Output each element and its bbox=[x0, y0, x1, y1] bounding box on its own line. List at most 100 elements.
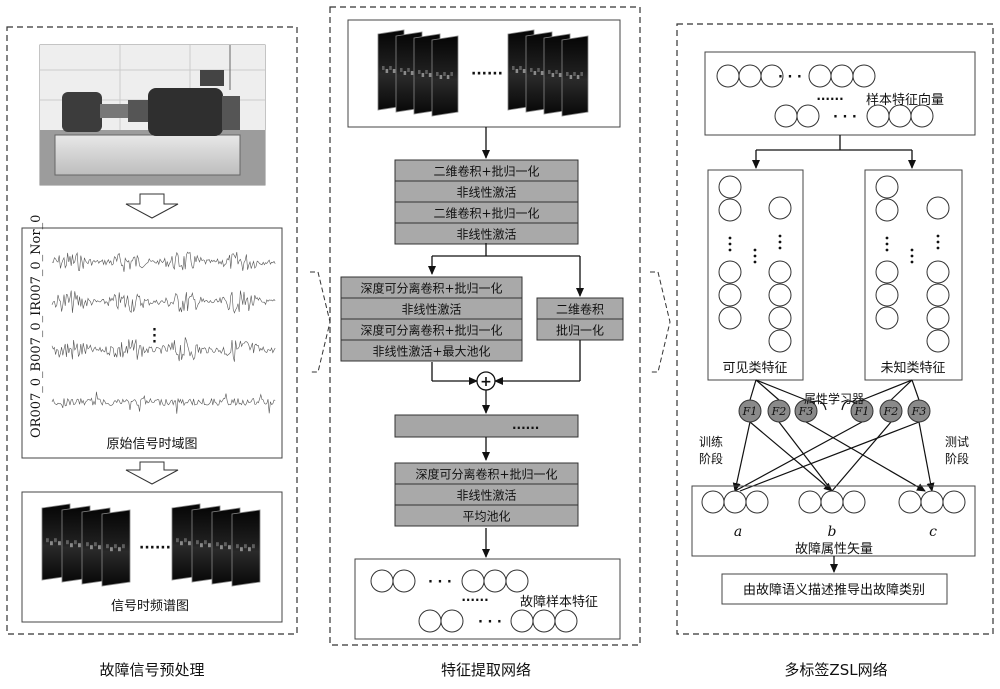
neuron bbox=[769, 307, 791, 329]
neuron bbox=[927, 261, 949, 283]
panel-zsl-network: · · ·· · · ······ 样本特征向量 可见类特征 未知类特征 bbox=[677, 24, 993, 679]
panel-caption-zsl: 多标签ZSL网络 bbox=[784, 661, 887, 679]
neuron bbox=[533, 610, 555, 632]
depthwise-block: 深度可分离卷积+批归一化非线性激活深度可分离卷积+批归一化非线性激活+最大池化 bbox=[341, 277, 522, 361]
neuron bbox=[484, 570, 506, 592]
layer-row: 深度可分离卷积+批归一化 bbox=[341, 319, 522, 340]
panel-feature-extraction: ······ 二维卷积+批归一化非线性激活二维卷积+批归一化非线性激活 深度可分… bbox=[330, 7, 640, 679]
neuron bbox=[799, 491, 821, 513]
neuron bbox=[717, 65, 739, 87]
dots-separator: ······ bbox=[471, 66, 503, 82]
attribute-node-label: F2 bbox=[883, 405, 899, 418]
panel-caption-feature-extraction: 特征提取网络 bbox=[441, 661, 531, 679]
neuron bbox=[843, 491, 865, 513]
neuron bbox=[927, 330, 949, 352]
dots-separator: ······ bbox=[461, 593, 488, 607]
neuron bbox=[746, 491, 768, 513]
layer-row: 平均池化 bbox=[395, 505, 578, 526]
waveform-line bbox=[52, 291, 275, 313]
repeated-layer-bar bbox=[395, 415, 578, 437]
neuron bbox=[719, 261, 741, 283]
neuron bbox=[809, 65, 831, 87]
attribute-node-label: F3 bbox=[911, 405, 927, 418]
neuron bbox=[769, 330, 791, 352]
dots-separator: ······ bbox=[816, 92, 843, 106]
layer-row: 非线性激活 bbox=[395, 223, 578, 244]
attribute-node: F2 bbox=[880, 400, 902, 422]
layer-row: 非线性激活 bbox=[395, 484, 578, 505]
layer-label: 深度可分离卷积+批归一化 bbox=[360, 323, 502, 338]
neuron bbox=[927, 197, 949, 219]
neuron bbox=[831, 65, 853, 87]
neuron bbox=[876, 176, 898, 198]
seen-class-neurons bbox=[719, 176, 791, 352]
test-stage-label: 测试 bbox=[945, 434, 969, 449]
spectrogram-frame bbox=[432, 36, 458, 116]
attribute-vector-label: 故障属性矢量 bbox=[795, 542, 873, 557]
layer-label: 深度可分离卷积+批归一化 bbox=[360, 281, 502, 296]
neuron bbox=[867, 105, 889, 127]
seen-class-label: 可见类特征 bbox=[722, 361, 787, 376]
svg-text:·: · bbox=[152, 323, 157, 338]
dots-separator: ······ bbox=[512, 421, 539, 435]
neuron bbox=[724, 491, 746, 513]
layer-label: 非线性激活 bbox=[401, 303, 461, 317]
conv-block-3: 深度可分离卷积+批归一化非线性激活平均池化 bbox=[395, 463, 578, 526]
plus-icon: + bbox=[480, 374, 492, 390]
neuron bbox=[769, 197, 791, 219]
neuron bbox=[876, 284, 898, 306]
attribute-learner-label: 属性学习器 bbox=[804, 391, 864, 406]
layer-row: 二维卷积+批归一化 bbox=[395, 160, 578, 181]
vibration-waveforms bbox=[52, 252, 275, 414]
attribute-node: F2 bbox=[768, 400, 790, 422]
waveform-line bbox=[52, 252, 275, 272]
time-domain-box: OR007_0_B007_0_IR007_0_Nor_0 · · · 原始信号时… bbox=[22, 215, 282, 458]
layer-row: 非线性激活 bbox=[395, 181, 578, 202]
ellipsis: · · · bbox=[428, 575, 452, 590]
panel-connector-left bbox=[310, 272, 330, 372]
layer-row: 批归一化 bbox=[537, 319, 623, 340]
attribute-node-label: F1 bbox=[742, 405, 758, 418]
spectrogram-caption: 信号时频谱图 bbox=[111, 599, 189, 614]
neuron bbox=[921, 491, 943, 513]
layer-row: 深度可分离卷积+批归一化 bbox=[395, 463, 578, 484]
class-label-c: c bbox=[929, 524, 937, 540]
neuron bbox=[719, 284, 741, 306]
neuron bbox=[393, 570, 415, 592]
sample-feature-label: 样本特征向量 bbox=[866, 92, 944, 108]
unseen-class-label: 未知类特征 bbox=[880, 360, 945, 376]
test-rig-photo bbox=[40, 45, 265, 185]
layer-row: 非线性激活 bbox=[341, 298, 522, 319]
panel-preprocessing: OR007_0_B007_0_IR007_0_Nor_0 · · · 原始信号时… bbox=[7, 27, 297, 679]
neuron bbox=[371, 570, 393, 592]
neuron bbox=[821, 491, 843, 513]
ellipsis: · · · bbox=[833, 110, 857, 125]
neuron bbox=[555, 610, 577, 632]
layer-label: 非线性激活+最大池化 bbox=[372, 345, 490, 359]
spectrogram-box: ······ 信号时频谱图 bbox=[22, 492, 282, 622]
layer-row: 深度可分离卷积+批归一化 bbox=[341, 277, 522, 298]
signal-axis-label: OR007_0_B007_0_IR007_0_Nor_0 bbox=[29, 215, 44, 438]
class-label-b: b bbox=[828, 524, 837, 540]
neuron bbox=[719, 176, 741, 198]
layer-label: 非线性激活 bbox=[456, 489, 516, 503]
neuron bbox=[911, 105, 933, 127]
spectrogram-frame bbox=[102, 510, 130, 586]
attribute-node-label: F1 bbox=[854, 405, 870, 418]
hollow-arrow-down-icon bbox=[126, 194, 178, 218]
neuron bbox=[769, 261, 791, 283]
neuron bbox=[876, 307, 898, 329]
neuron bbox=[943, 491, 965, 513]
dots-separator: ······ bbox=[139, 540, 171, 556]
neuron bbox=[927, 284, 949, 306]
neuron bbox=[889, 105, 911, 127]
neuron bbox=[506, 570, 528, 592]
neuron bbox=[927, 307, 949, 329]
hollow-arrow-down-icon bbox=[126, 462, 178, 484]
attribute-vector-neurons bbox=[702, 491, 965, 513]
unseen-class-neurons bbox=[876, 176, 949, 352]
layer-row: 二维卷积+批归一化 bbox=[395, 202, 578, 223]
neuron bbox=[719, 199, 741, 221]
output-feature-label: 故障样本特征 bbox=[520, 595, 598, 610]
layer-label: 二维卷积 bbox=[556, 302, 604, 317]
